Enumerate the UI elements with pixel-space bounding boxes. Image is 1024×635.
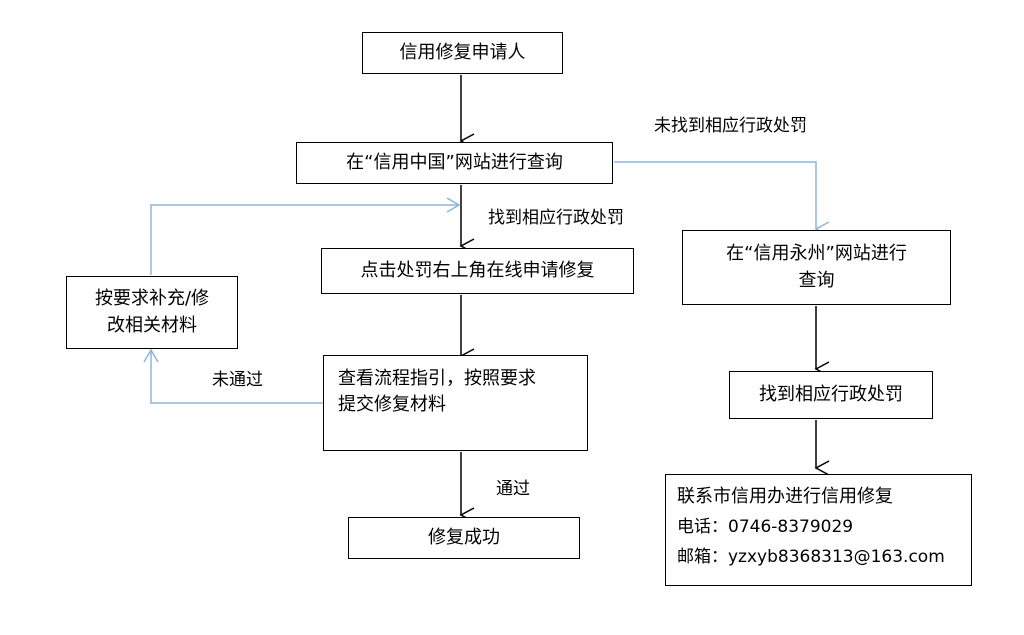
supplement-node-line1: 按要求补充/修 bbox=[94, 288, 210, 310]
found-penalty-node: 找到相应行政处罚 bbox=[729, 371, 933, 419]
click-repair-node-label: 点击处罚右上角在线申请修复 bbox=[360, 259, 595, 281]
found-label: 找到相应行政处罚 bbox=[488, 208, 624, 228]
click-repair-node: 点击处罚右上角在线申请修复 bbox=[321, 248, 634, 294]
applicant-node-label: 信用修复申请人 bbox=[399, 41, 526, 63]
contact-info-node: 联系市信用办进行信用修复 电话：0746-8379029 邮箱：yzxyb836… bbox=[665, 474, 972, 586]
contact-email: 邮箱：yzxyb8368313@163.com bbox=[677, 546, 945, 567]
view-guide-node: 查看流程指引，按照要求 提交修复材料 bbox=[323, 355, 588, 451]
contact-phone: 电话：0746-8379029 bbox=[677, 517, 854, 538]
query-xinyong-china-node-label: 在“信用中国”网站进行查询 bbox=[346, 151, 563, 173]
query-yongzhou-node-line1: 在“信用永州”网站进行 bbox=[726, 243, 907, 265]
query-yongzhou-node: 在“信用永州”网站进行 查询 bbox=[682, 230, 951, 305]
not-passed-label: 未通过 bbox=[212, 370, 263, 390]
contact-info-title: 联系市信用办进行信用修复 bbox=[677, 486, 893, 507]
feedback-to-click-repair bbox=[150, 204, 458, 275]
supplement-node-line2: 改相关材料 bbox=[106, 314, 197, 336]
success-node-label: 修复成功 bbox=[428, 526, 500, 548]
feedback-to-click-repair-arrowhead bbox=[446, 197, 461, 213]
query-xinyong-china-node: 在“信用中国”网站进行查询 bbox=[296, 142, 613, 184]
view-guide-node-line2: 提交修复材料 bbox=[338, 394, 446, 416]
not-found-label: 未找到相应行政处罚 bbox=[654, 116, 807, 136]
view-guide-node-line1: 查看流程指引，按照要求 bbox=[338, 368, 536, 389]
query-yongzhou-node-line2: 查询 bbox=[798, 269, 835, 291]
feedback-to-supplement-arrowhead bbox=[143, 348, 159, 363]
success-node: 修复成功 bbox=[348, 517, 580, 559]
feedback-to-supplement bbox=[150, 351, 323, 404]
found-penalty-node-label: 找到相应行政处罚 bbox=[759, 383, 903, 405]
passed-label: 通过 bbox=[496, 479, 530, 499]
applicant-node: 信用修复申请人 bbox=[362, 32, 563, 74]
branch-not-found-connector bbox=[614, 161, 830, 237]
supplement-node: 按要求补充/修 改相关材料 bbox=[66, 276, 238, 349]
